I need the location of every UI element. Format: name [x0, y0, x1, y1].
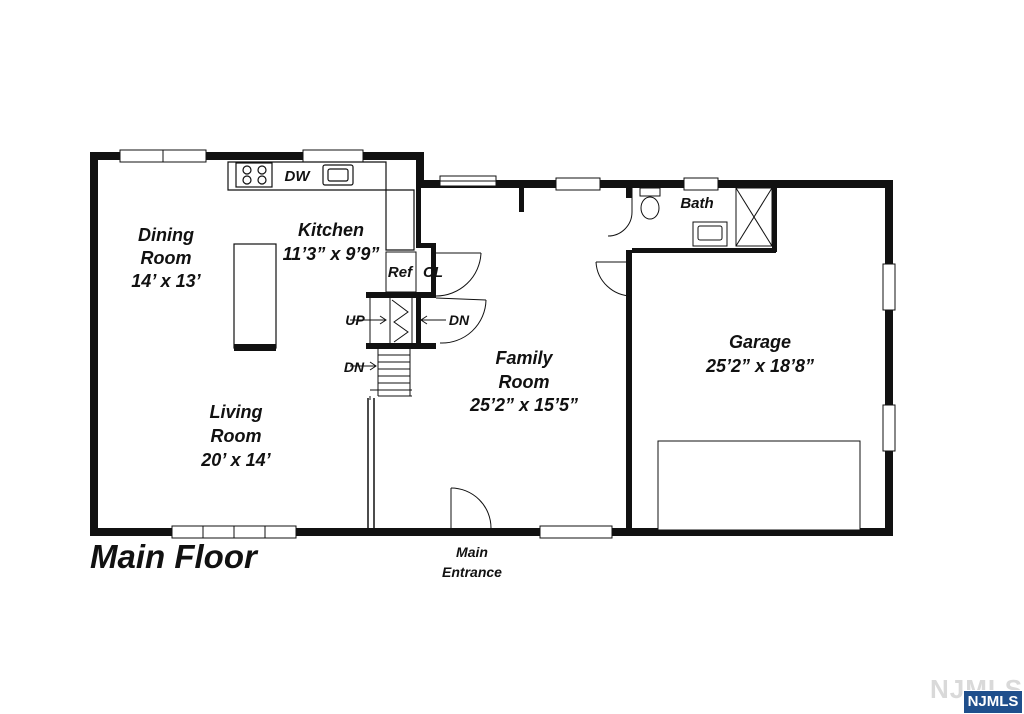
- kitchen-counter: [227, 161, 415, 251]
- family-room-name-1: Family: [495, 348, 553, 368]
- garage-name: Garage: [729, 332, 791, 352]
- garage-size: 25’2” x 18’8”: [705, 356, 814, 376]
- dining-room-name-2: Room: [141, 248, 192, 268]
- doors: [435, 188, 633, 529]
- refrigerator-label: Ref: [388, 264, 414, 281]
- family-room-size: 25’2” x 15’5”: [469, 395, 578, 415]
- kitchen-name: Kitchen: [298, 220, 364, 240]
- dishwasher-label: DW: [285, 168, 312, 185]
- stairs: [350, 298, 446, 400]
- stairs-down-right-label: DN: [449, 312, 470, 328]
- fixture-labels: DW Ref CL UP DN DN Main Entrance: [285, 168, 503, 580]
- refrigerator: [385, 251, 417, 293]
- walls: [90, 152, 893, 536]
- bath-name: Bath: [680, 195, 713, 212]
- njmls-badge: NJMLS: [963, 690, 1023, 714]
- family-room-name-2: Room: [499, 372, 550, 392]
- stairs-down-left-label: DN: [344, 359, 365, 375]
- bath-fixtures: [639, 187, 773, 247]
- stairs-up-label: UP: [345, 312, 365, 328]
- living-room-name-2: Room: [211, 426, 262, 446]
- living-room-size: 20’ x 14’: [200, 450, 271, 470]
- entrance-label-2: Entrance: [442, 564, 502, 580]
- room-labels: Dining Room 14’ x 13’ Kitchen 11’3” x 9’…: [131, 195, 814, 470]
- kitchen-island: [233, 243, 277, 351]
- half-wall: [367, 398, 375, 528]
- dining-room-size: 14’ x 13’: [131, 271, 201, 291]
- living-room-name-1: Living: [210, 402, 263, 422]
- dining-room-name-1: Dining: [138, 225, 194, 245]
- kitchen-size: 11’3” x 9’9”: [283, 244, 380, 264]
- closet-label: CL: [423, 264, 443, 281]
- garage-door: [657, 440, 861, 531]
- floor-title: Main Floor: [90, 538, 257, 575]
- entrance-label-1: Main: [456, 544, 488, 560]
